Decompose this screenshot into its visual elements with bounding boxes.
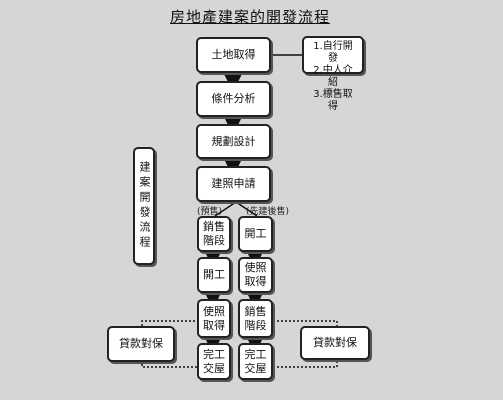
step-land-label: 土地取得 — [211, 48, 256, 61]
build-first-step-sales: 銷售階段 — [238, 299, 273, 338]
presale-step-handover: 完工交屋 — [197, 343, 231, 380]
side-label-box: 建案開發流程 — [133, 147, 155, 265]
presale-step-permit-line1: 使照 — [203, 304, 225, 318]
loan-box-right-label: 貸款對保 — [313, 336, 357, 349]
presale-step-sales: 銷售階段 — [197, 216, 231, 252]
step-permit-label: 建照申請 — [211, 177, 256, 190]
step-land: 土地取得 — [196, 37, 271, 73]
presale-step-construction: 開工 — [197, 257, 231, 293]
side-label: 建案開發流程 — [138, 161, 151, 251]
step-analysis-label: 條件分析 — [211, 92, 256, 105]
build-first-step-permit-line2: 取得 — [244, 275, 267, 288]
land-method-2: 2.中人介紹 — [313, 65, 353, 88]
build-first-step-permit: 使照取得 — [238, 257, 273, 293]
branch-label-presale: (預售) — [197, 207, 223, 217]
branch-label-build-first: (先建後售) — [246, 207, 290, 217]
loan-box-right: 貸款對保 — [300, 326, 370, 360]
loan-left-dotted — [141, 320, 197, 326]
build-first-step-sales-line2: 階段 — [244, 318, 267, 332]
loan-right-dotted — [273, 320, 338, 326]
step-planning: 規劃設計 — [196, 124, 271, 159]
loan-box-left-label: 貸款對保 — [119, 337, 163, 350]
build-first-step-construction-label: 開工 — [244, 227, 267, 240]
step-permit: 建照申請 — [196, 166, 271, 202]
build-first-step-handover: 完工交屋 — [238, 343, 273, 380]
branch-split — [214, 201, 258, 217]
diagram-title: 房地產建案的開發流程 — [169, 8, 330, 26]
presale-step-sales-line1: 銷售 — [203, 220, 225, 233]
build-first-step-construction: 開工 — [238, 216, 273, 252]
land-methods-box: 1.自行開發 2.中人介紹 3.標售取得 — [302, 36, 364, 112]
presale-step-construction-label: 開工 — [203, 268, 225, 281]
presale-step-sales-line2: 階段 — [203, 234, 225, 247]
loan-box-left: 貸款對保 — [107, 326, 175, 362]
loan-right-dotted-bottom — [273, 361, 338, 368]
build-first-step-permit-line1: 使照 — [244, 261, 267, 274]
presale-step-permit: 使照取得 — [197, 299, 231, 338]
build-first-step-sales-line1: 銷售 — [244, 304, 267, 318]
presale-step-handover-line2: 交屋 — [203, 361, 225, 375]
land-method-3: 3.標售取得 — [313, 89, 353, 112]
land-method-1: 1.自行開發 — [313, 41, 353, 64]
loan-left-dotted-bottom — [141, 364, 197, 368]
step-analysis: 條件分析 — [196, 81, 271, 117]
presale-step-permit-line2: 取得 — [203, 318, 225, 332]
build-first-step-handover-line1: 完工 — [244, 347, 267, 361]
presale-step-handover-line1: 完工 — [203, 347, 225, 361]
build-first-step-handover-line2: 交屋 — [244, 361, 267, 375]
step-planning-label: 規劃設計 — [211, 134, 256, 148]
